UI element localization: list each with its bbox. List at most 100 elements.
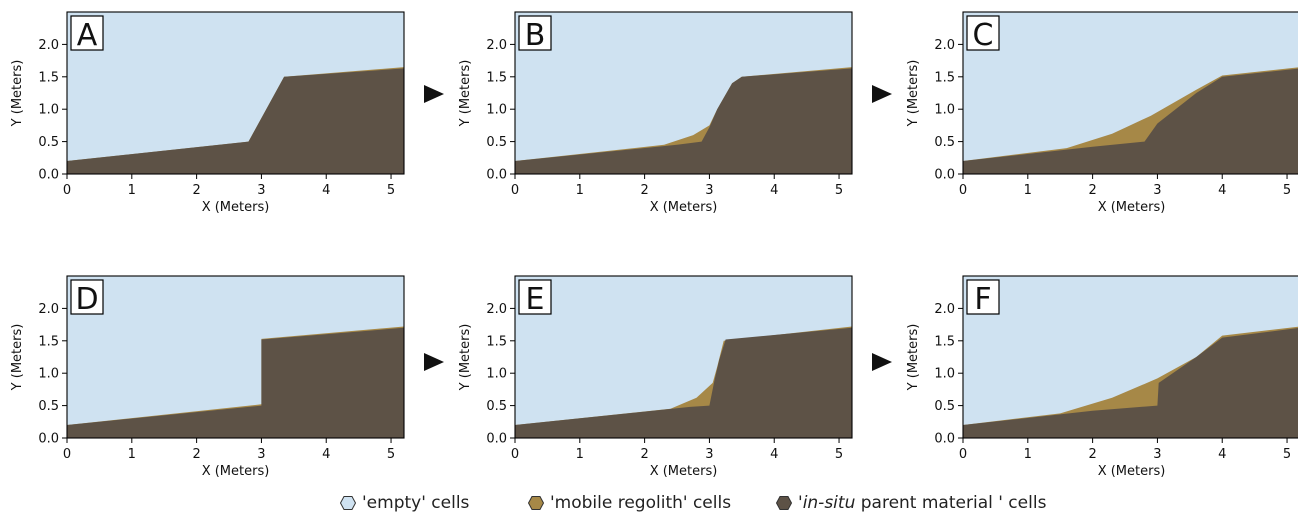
axes-frame-d [66, 275, 405, 439]
y-tick-label: 1.0 [486, 103, 507, 118]
x-tick-label: 2 [640, 447, 648, 462]
x-axis-label-d: X (Meters) [202, 464, 270, 479]
x-tick-label: 3 [705, 183, 713, 198]
panel-label-box-e [518, 279, 552, 315]
y-tick-label: 2.0 [486, 38, 507, 53]
x-tick-label: 1 [576, 447, 584, 462]
plot-area-f [963, 276, 1298, 438]
panel-label-box-f [966, 279, 1000, 315]
y-tick-label: 1.5 [486, 70, 507, 85]
y-tick-label: 0.5 [934, 135, 955, 150]
x-tick-label: 4 [1218, 183, 1226, 198]
x-tick-label: 4 [322, 447, 330, 462]
panel-label-c: C [973, 18, 994, 53]
axes-frame-f [962, 275, 1298, 439]
x-tick-label: 4 [1218, 447, 1226, 462]
y-tick-label: 1.5 [934, 70, 955, 85]
y-tick-label: 0.0 [38, 432, 59, 447]
y-tick-label: 2.0 [38, 38, 59, 53]
x-axis-label-c: X (Meters) [1098, 200, 1166, 215]
y-axis-label-a: Y (Meters) [10, 60, 25, 128]
y-tick-label: 2.0 [934, 302, 955, 317]
plot-area-a [67, 12, 404, 174]
x-tick-label: 0 [959, 183, 967, 198]
insitu-region-b [515, 68, 852, 174]
legend-insitu-prefix: ' [798, 493, 803, 513]
x-tick-label: 2 [1088, 183, 1096, 198]
x-tick-label: 3 [1153, 447, 1161, 462]
x-tick-label: 5 [1283, 183, 1291, 198]
y-tick-label: 2.0 [934, 38, 955, 53]
y-axis-label-e: Y (Meters) [458, 324, 473, 392]
panel-label-b: B [525, 18, 546, 53]
y-tick-label: 1.0 [486, 367, 507, 382]
x-tick-label: 2 [1088, 447, 1096, 462]
x-tick-label: 3 [257, 447, 265, 462]
x-tick-label: 3 [705, 447, 713, 462]
insitu-region-c [963, 68, 1298, 174]
y-tick-label: 0.5 [38, 135, 59, 150]
x-tick-label: 2 [192, 183, 200, 198]
insitu-region-a [67, 68, 404, 174]
y-tick-label: 1.5 [38, 334, 59, 349]
plot-area-d [67, 276, 404, 438]
arrow-d-to-e [424, 353, 444, 371]
y-tick-label: 0.0 [934, 168, 955, 183]
legend-label-empty: 'empty' cells [362, 493, 470, 513]
x-tick-label: 5 [1283, 447, 1291, 462]
y-tick-label: 1.5 [38, 70, 59, 85]
x-axis-label-f: X (Meters) [1098, 464, 1166, 479]
insitu-region-f [963, 328, 1298, 438]
legend-item-insitu: 'in-situ parent material ' cells [776, 493, 1046, 513]
arrow-a-to-b [424, 85, 444, 103]
x-tick-label: 2 [640, 183, 648, 198]
x-axis-label-a: X (Meters) [202, 200, 270, 215]
insitu-region-e [515, 327, 852, 438]
y-tick-label: 1.0 [934, 367, 955, 382]
x-axis-label-e: X (Meters) [650, 464, 718, 479]
y-axis-label-c: Y (Meters) [906, 60, 921, 128]
x-axis-label-b: X (Meters) [650, 200, 718, 215]
legend-item-mobile: 'mobile regolith' cells [528, 493, 731, 513]
y-axis-label-d: Y (Meters) [10, 324, 25, 392]
y-tick-label: 0.0 [486, 168, 507, 183]
x-tick-label: 0 [511, 183, 519, 198]
axes-frame-c [962, 11, 1298, 175]
x-tick-label: 0 [959, 447, 967, 462]
y-tick-label: 2.0 [486, 302, 507, 317]
panel-label-e: E [526, 282, 545, 317]
panel-label-box-b [518, 15, 552, 51]
panel-label-box-c [966, 15, 1000, 51]
y-tick-label: 1.0 [38, 103, 59, 118]
y-tick-label: 0.5 [38, 399, 59, 414]
x-tick-label: 4 [770, 447, 778, 462]
x-tick-label: 3 [1153, 183, 1161, 198]
axes-frame-b [514, 11, 853, 175]
x-tick-label: 5 [835, 183, 843, 198]
x-tick-label: 4 [770, 183, 778, 198]
x-tick-label: 5 [387, 447, 395, 462]
x-tick-label: 3 [257, 183, 265, 198]
y-axis-label-b: Y (Meters) [458, 60, 473, 128]
legend-insitu-suffix: parent material ' cells [855, 493, 1047, 513]
x-tick-label: 1 [128, 447, 136, 462]
empty-hex-icon [340, 496, 356, 510]
panel-label-a: A [77, 18, 98, 53]
y-tick-label: 2.0 [38, 302, 59, 317]
y-tick-label: 0.0 [38, 168, 59, 183]
y-tick-label: 1.0 [934, 103, 955, 118]
mobile-regolith-hex-icon [528, 496, 544, 510]
y-tick-label: 1.5 [486, 334, 507, 349]
axes-frame-e [514, 275, 853, 439]
x-tick-label: 4 [322, 183, 330, 198]
x-tick-label: 1 [128, 183, 136, 198]
legend-insitu-italic: in-situ [802, 493, 856, 513]
x-tick-label: 2 [192, 447, 200, 462]
y-tick-label: 0.5 [486, 135, 507, 150]
legend: 'empty' cells 'mobile regolith' cells 'i… [0, 493, 1298, 519]
